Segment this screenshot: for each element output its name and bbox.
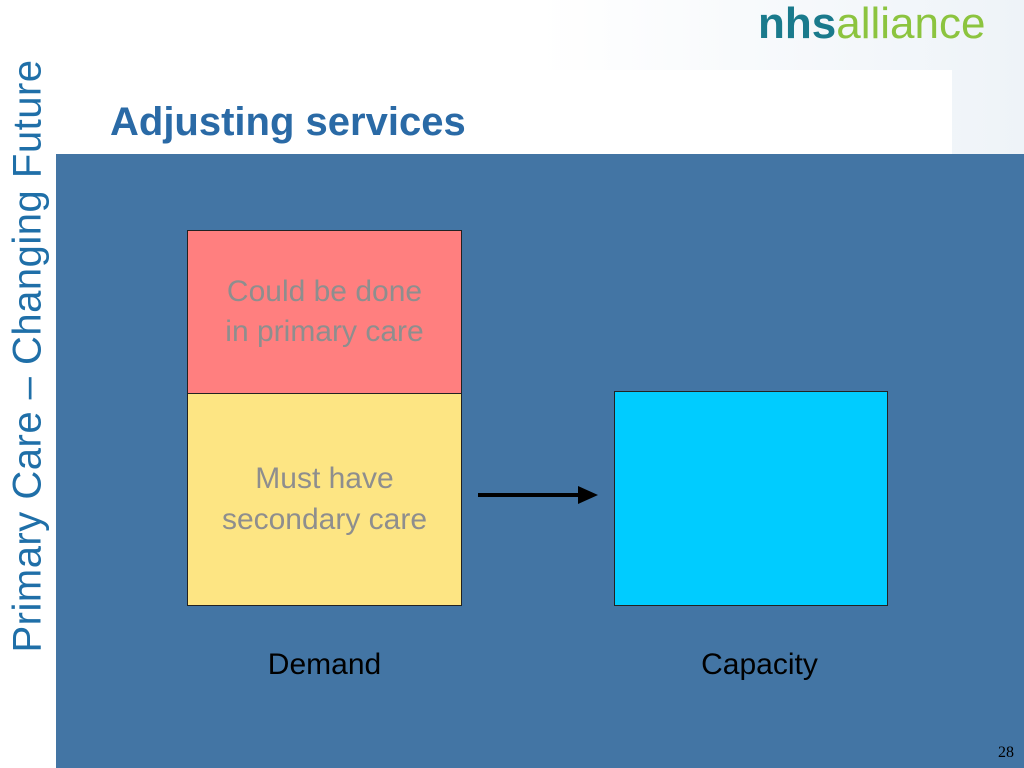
side-strip: Primary Care – Changing Future — [0, 0, 56, 768]
capacity-box — [614, 391, 888, 606]
secondary-care-box: Must have secondary care — [187, 393, 462, 606]
capacity-label: Capacity — [701, 648, 818, 681]
primary-care-text: Could be done in primary care — [225, 274, 424, 349]
side-title: Primary Care – Changing Future — [5, 59, 50, 653]
logo-alliance: alliance — [836, 0, 986, 48]
page-number: 28 — [998, 744, 1014, 761]
demand-label: Demand — [267, 648, 382, 681]
primary-care-box: Could be done in primary care — [187, 230, 462, 393]
logo-nhs: nhs — [758, 0, 837, 48]
arrow-right-icon — [478, 486, 598, 504]
title-box — [102, 70, 952, 154]
secondary-care-text: Must have secondary care — [221, 462, 428, 536]
nhs-alliance-logo: nhsalliance — [758, 2, 985, 46]
slide-title: Adjusting services — [110, 100, 466, 144]
